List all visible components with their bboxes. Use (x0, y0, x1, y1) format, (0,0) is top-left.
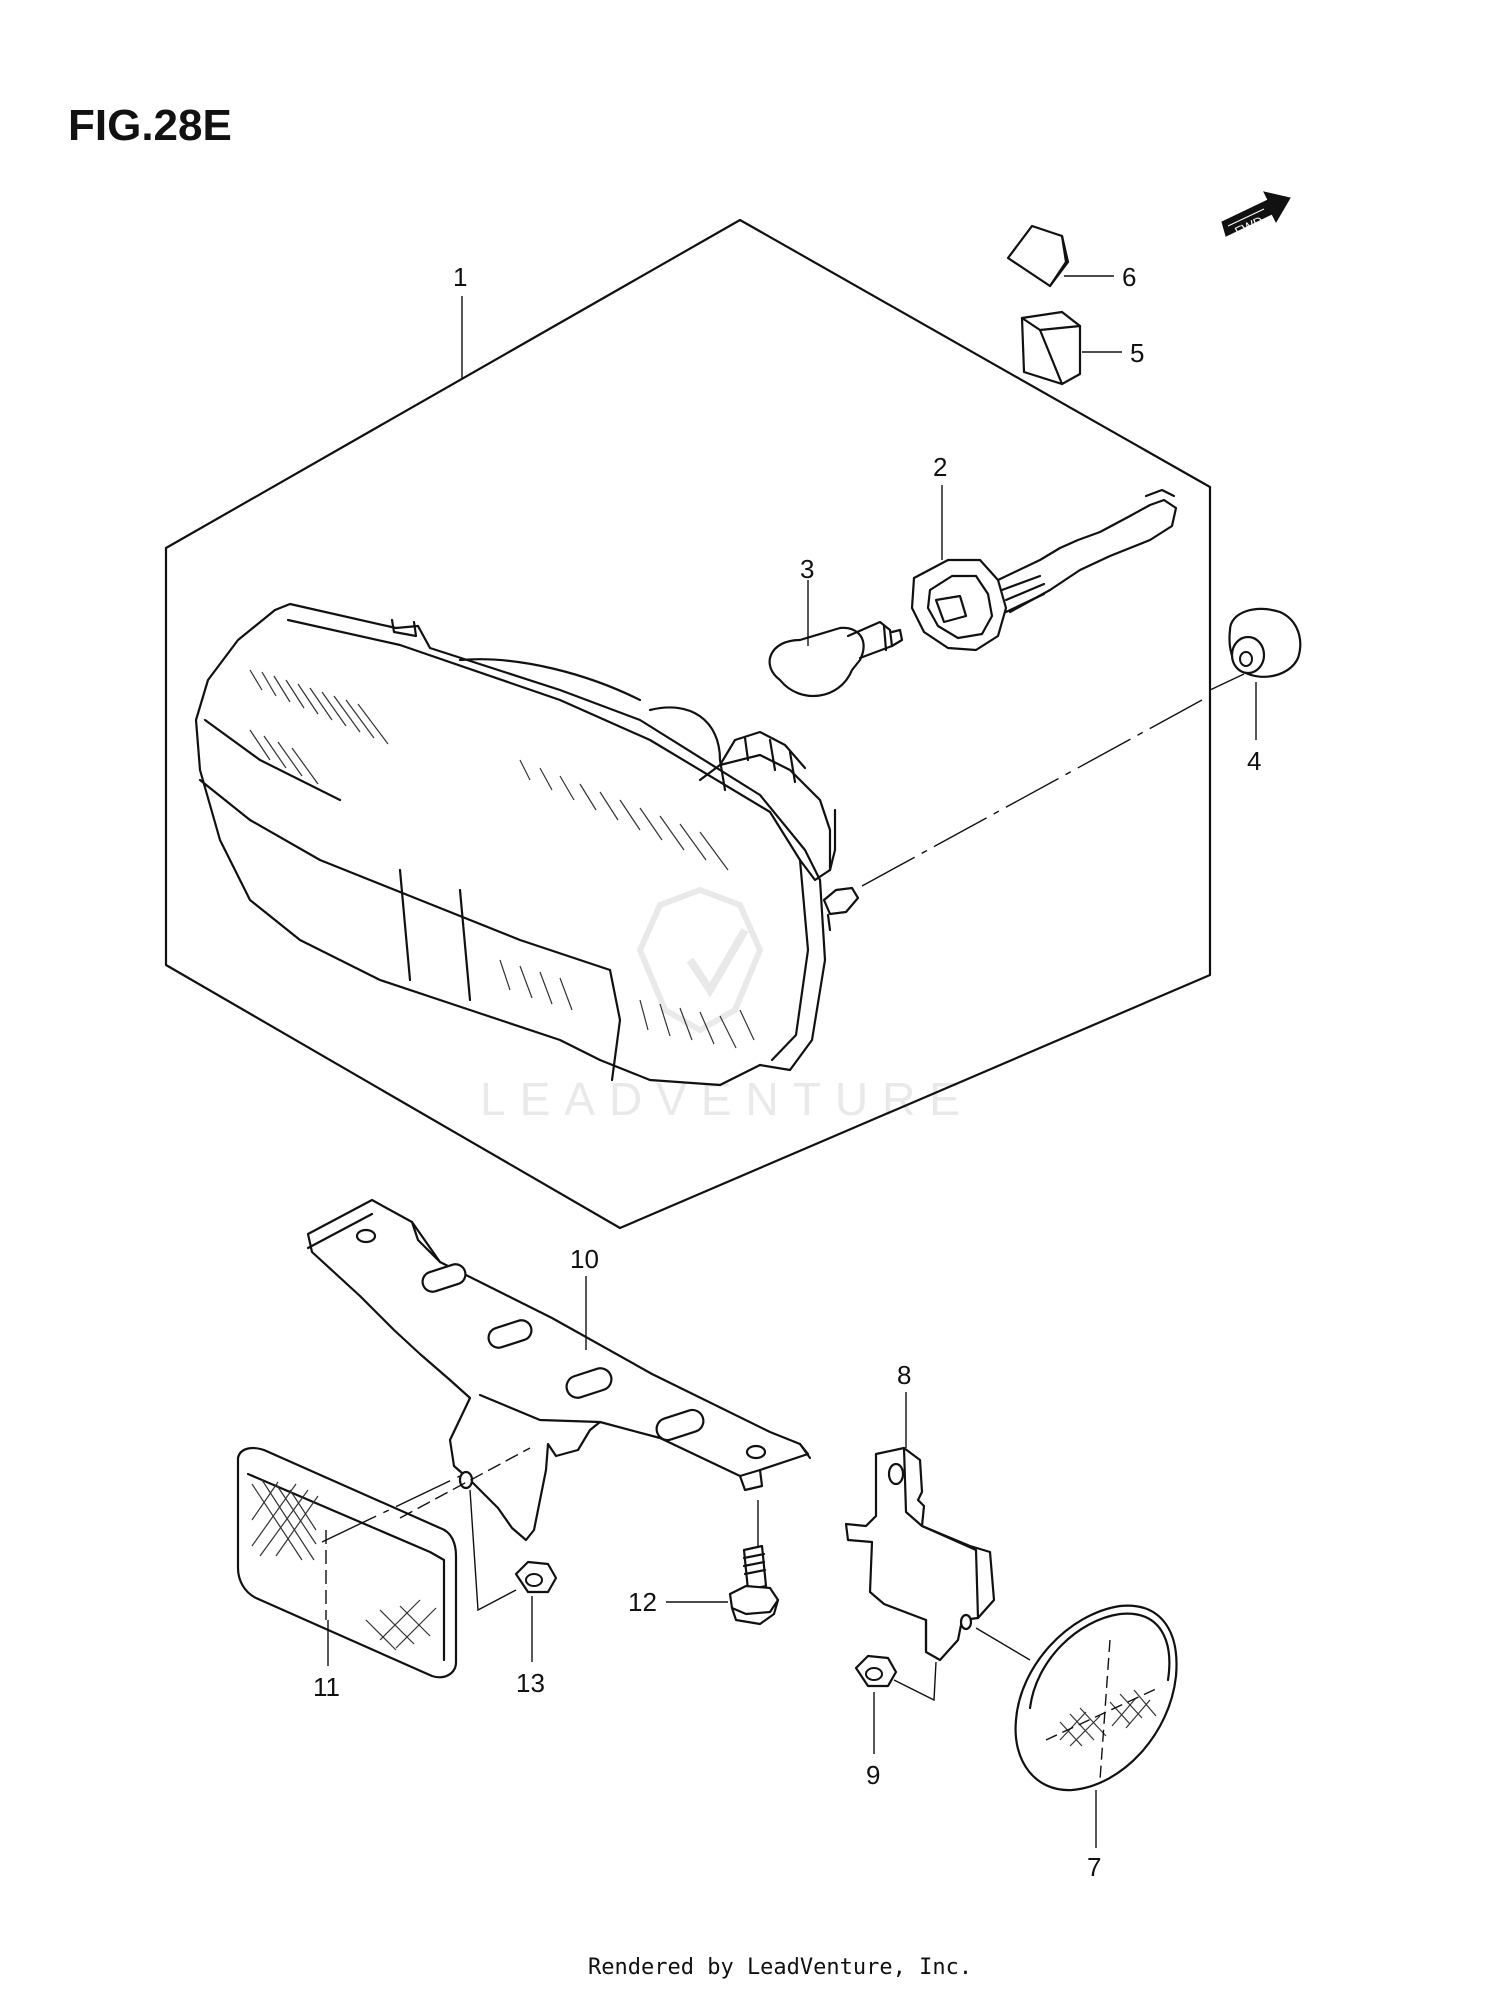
callout-11: 11 (313, 1672, 340, 1702)
reflector-part-7 (1014, 1604, 1178, 1792)
callout-9: 9 (866, 1760, 880, 1790)
render-credit-footer: Rendered by LeadVenture, Inc. (588, 1955, 972, 1980)
nut-part-9 (854, 1654, 898, 1688)
socket-part-2 (910, 488, 1178, 652)
bracket-part-8 (844, 1446, 996, 1662)
watermark-logo-icon (636, 886, 764, 1034)
callout-2: 2 (933, 452, 947, 482)
callout-labels: 1 2 3 4 5 6 7 8 9 10 11 12 13 (313, 262, 1261, 1882)
callout-12: 12 (628, 1587, 657, 1617)
callout-6: 6 (1122, 262, 1136, 292)
bracket-part-10 (306, 1198, 812, 1542)
fwd-arrow-icon: FWD (1221, 191, 1291, 239)
reflector-part-11 (236, 1447, 458, 1679)
bolt-part-12 (728, 1544, 780, 1626)
callout-1: 1 (453, 262, 467, 292)
callout-13: 13 (516, 1668, 545, 1698)
nut-part-13 (514, 1560, 558, 1594)
assembly-outline-box (164, 218, 1212, 1230)
callout-7: 7 (1087, 1852, 1101, 1882)
grommet-part-4 (1228, 607, 1302, 678)
leader-lines (327, 275, 1257, 1848)
pad-part-6 (1006, 224, 1070, 288)
tail-lamp-housing (194, 602, 860, 1087)
assembly-center-lines (321, 673, 1245, 1702)
bulb-part-3 (768, 620, 904, 698)
figure-title: FIG.28E (68, 101, 232, 150)
cushion-part-5 (1020, 310, 1082, 386)
callout-4: 4 (1247, 746, 1261, 776)
callout-5: 5 (1130, 338, 1144, 368)
callout-3: 3 (800, 554, 814, 584)
callout-10: 10 (570, 1244, 599, 1274)
callout-8: 8 (897, 1360, 911, 1390)
